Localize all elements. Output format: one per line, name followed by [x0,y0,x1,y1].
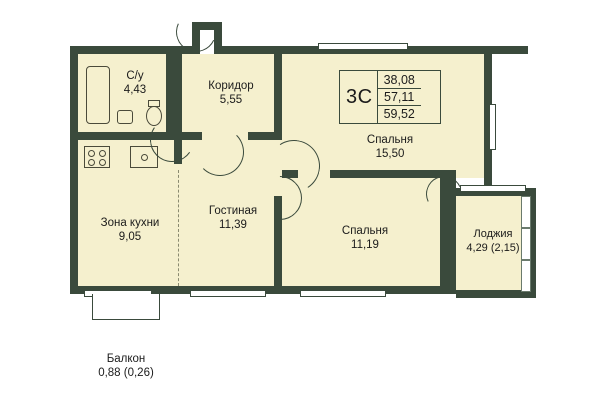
wall-bedroom2-right [440,178,448,294]
room-area-bedroom1: 15,50 [375,148,405,160]
window-bottom-living [190,290,266,297]
room-label-bedroom2: Спальня 11,19 [312,224,418,252]
window-top-right [318,43,408,50]
room-label-living: Гостиная 11,39 [185,204,281,232]
room-label-kitchen: Зона кухни 9,05 [82,216,178,244]
wall-bedroom1-bedroom2-left [282,170,298,178]
stove-burner-4 [99,159,106,166]
room-label-balcony: Балкон 0,88 (0,26) [66,352,186,380]
room-area-balcony: 0,88 (0,26) [98,367,154,379]
wall-bath-bottom [78,132,174,140]
room-name-bathroom: С/у [126,70,144,82]
room-name-living: Гостиная [208,205,258,217]
wall-loggia-top [456,188,536,196]
room-area-bathroom: 4,43 [123,84,147,96]
room-area-loggia: 4,29 (2,15) [466,241,520,254]
area-total: 38,08 [383,73,415,87]
wall-corridor-right [274,54,282,140]
floor-fill-loggia [456,196,528,294]
loggia-glazing-panel-3 [521,260,531,292]
kitchen-living-divider [178,170,179,286]
window-loggia-top-right [460,185,526,192]
room-name-bedroom1: Спальня [366,134,414,146]
room-name-kitchen: Зона кухни [100,217,160,229]
room-area-corridor: 5,55 [219,94,243,106]
room-area-kitchen: 9,05 [118,231,142,243]
wall-entry-left [192,22,200,54]
sink-icon [117,110,133,124]
stove-burner-1 [88,150,95,157]
wall-living-bedroom2 [274,196,282,294]
wall-bath-right [166,54,174,140]
toilet-tank-icon [148,100,160,107]
loggia-glazing-panel-1 [521,196,531,228]
wall-loggia-right [528,188,536,298]
stove-burner-2 [99,150,106,157]
wall-entry-right [214,22,222,54]
room-name-bedroom2: Спальня [341,225,389,237]
room-area-bedroom2: 11,19 [351,239,379,251]
area-full: 59,52 [377,105,421,122]
stove-burner-3 [88,159,95,166]
window-bottom-bedroom2 [300,290,386,297]
apartment-areas: 38,08 57,11 59,52 [376,71,421,123]
wall-loggia-left [448,178,456,294]
room-area-living: 11,39 [219,219,247,231]
room-label-corridor: Коридор 5,55 [188,79,274,107]
room-label-loggia: Лоджия 4,29 (2,15) [452,228,534,255]
loggia-glazing-panel-2 [521,228,531,260]
wall-loggia-bottom [456,290,536,298]
floor-fill-corridor-living [182,54,282,294]
balcony-outline [92,294,160,320]
apartment-type-badge: 3С 38,08 57,11 59,52 [339,70,441,124]
door-arc-corridor-living [196,128,244,176]
apartment-type-label: 3С [346,85,373,108]
wall-corridor-bottom-left [182,132,202,140]
wall-bedroom1-bedroom2-right [330,170,456,178]
room-label-bathroom: С/у 4,43 [96,69,174,97]
wall-kitchen-corridor [174,54,182,164]
floor-fill-bedroom2 [282,178,448,294]
wall-top-left [70,46,192,54]
area-living: 57,11 [377,88,421,105]
wall-right-outer-upper [484,46,492,190]
wall-entry-top [192,22,222,30]
room-name-corridor: Коридор [208,80,254,92]
wall-top-right [214,46,528,54]
wall-left-outer [70,46,78,294]
room-name-balcony: Балкон [106,353,146,365]
kitchen-sink-drain [141,154,148,161]
bathtub-icon [86,66,110,124]
window-right-bedroom1 [489,104,496,150]
room-label-bedroom1: Спальня 15,50 [335,133,445,161]
wall-corridor-bottom-right [248,132,282,140]
room-name-loggia: Лоджия [473,228,513,240]
